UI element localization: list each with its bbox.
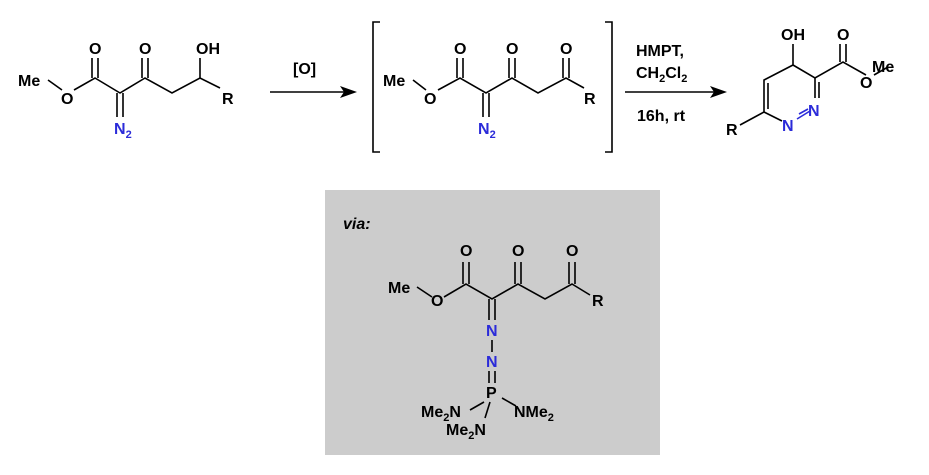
o-label: O <box>506 41 518 58</box>
me-label: Me <box>18 73 40 90</box>
me2n-label: Me2N <box>446 422 486 442</box>
o-label: O <box>431 293 443 310</box>
o-label: O <box>837 27 849 44</box>
o-label: O <box>860 75 872 92</box>
p-label: P <box>486 385 497 402</box>
nme2-label: NMe2 <box>514 404 554 424</box>
arrow-step2: HMPT, CH2Cl2 16h, rt <box>625 43 727 125</box>
solvent-label: CH2Cl2 <box>636 65 687 85</box>
via-label: via: <box>343 216 371 233</box>
r-label: R <box>726 122 738 139</box>
left-bracket <box>372 21 380 153</box>
o-label: O <box>560 41 572 58</box>
o-label: O <box>566 243 578 260</box>
o-label: O <box>512 243 524 260</box>
diazo-label: N2 <box>114 121 132 141</box>
via-intermediate-box: via: Me O O O O R N N P Me2N NMe2 Me2N <box>325 190 660 455</box>
starting-material: Me O O O OH R N2 <box>18 41 234 141</box>
o-label: O <box>454 41 466 58</box>
me2n-label: Me2N <box>421 404 461 424</box>
r-label: R <box>592 293 604 310</box>
oxidation-reagent: [O] <box>293 61 316 78</box>
me-label: Me <box>383 73 405 90</box>
o-label: O <box>61 91 73 108</box>
r-label: R <box>222 91 234 108</box>
o-label: O <box>424 91 436 108</box>
n-label: N <box>486 354 498 371</box>
n-label: N <box>782 118 794 135</box>
me-label: Me <box>872 59 894 76</box>
intermediate-triketone: Me O O O O R N2 <box>383 41 596 141</box>
oh-label: OH <box>781 27 805 44</box>
product-pyridazine: OH O O Me R N N <box>726 27 894 139</box>
me-label: Me <box>388 280 410 297</box>
diazo-label: N2 <box>478 121 496 141</box>
n-label: N <box>808 103 820 120</box>
o-label: O <box>460 243 472 260</box>
r-label: R <box>584 91 596 108</box>
o-label: O <box>139 41 151 58</box>
oh-label: OH <box>196 41 220 58</box>
arrow-step1: [O] <box>270 61 357 98</box>
conditions-label: 16h, rt <box>637 108 686 125</box>
n-label: N <box>486 323 498 340</box>
o-label: O <box>89 41 101 58</box>
right-bracket <box>605 21 613 153</box>
reagent-hmpt: HMPT, <box>636 43 684 60</box>
